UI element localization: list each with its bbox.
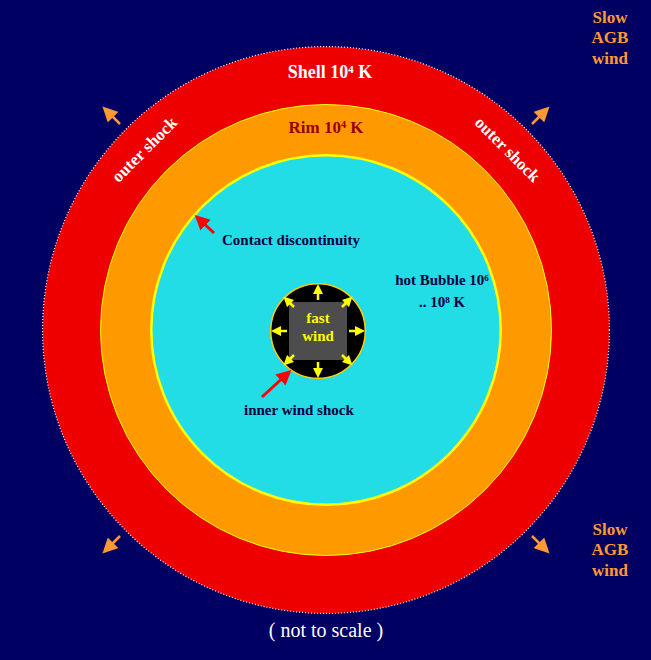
shock-label: inner wind shock — [244, 401, 354, 419]
wind-label: Slow AGB wind — [587, 520, 633, 581]
scale-note: ( not to scale ) — [269, 618, 383, 642]
shell-label: Shell 10⁴ K — [288, 62, 372, 84]
rim-label: Rim 10⁴ K — [289, 118, 364, 138]
hot-bubble: Contact discontinuity hot Bubble 10⁶ .. 1… — [150, 154, 502, 506]
wind-label: fast wind — [296, 309, 340, 345]
wind-arrows — [276, 289, 360, 373]
expansion-arrows — [106, 110, 546, 550]
shell-ring: Shell 10⁴ Kouter shockouter shockRim 10⁴… — [42, 46, 610, 614]
fast-wind-zone: fast wind — [270, 283, 366, 379]
pointer-arrows — [199, 219, 287, 397]
bubble-label: hot Bubble 10⁶ .. 10⁸ K — [392, 270, 492, 314]
boundary-label: Contact discontinuity — [222, 231, 360, 249]
rim-ring: Rim 10⁴ K Contact discontinuity hot Bubble… — [100, 104, 552, 556]
wind-label: Slow AGB wind — [587, 8, 633, 69]
